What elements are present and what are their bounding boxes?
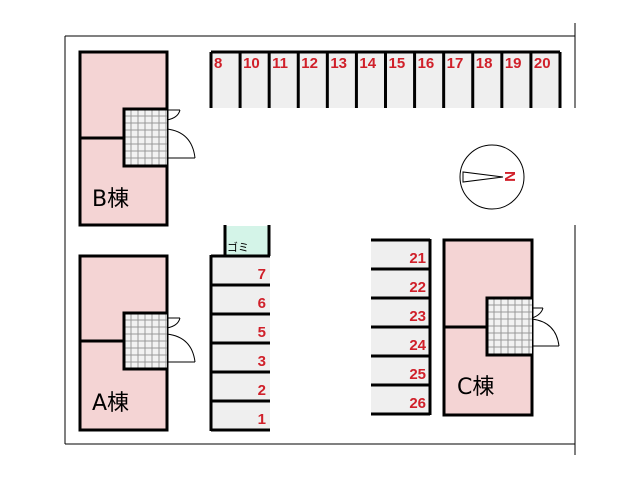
parking-number: 2 <box>258 382 266 399</box>
parking-number: 15 <box>389 55 406 72</box>
garbage-area: ゴミ <box>223 225 271 256</box>
door-icon <box>166 317 196 363</box>
parking-number: 8 <box>214 55 222 72</box>
compass: N <box>459 144 525 210</box>
parking-top-row: 8 10 11 12 13 14 15 16 17 18 19 20 <box>209 50 562 108</box>
parking-number: 6 <box>258 295 266 312</box>
parking-right-column: 21 22 23 24 25 26 <box>371 238 432 416</box>
parking-number: 14 <box>359 55 376 72</box>
parking-number: 1 <box>258 411 266 428</box>
parking-number: 25 <box>409 366 426 383</box>
parking-left-column: 7 6 5 3 2 1 <box>209 254 270 432</box>
parking-number: 18 <box>476 55 493 72</box>
parking-number: 12 <box>301 55 318 72</box>
parking-number: 22 <box>409 279 426 296</box>
parking-number: 5 <box>258 324 266 341</box>
door-icon <box>531 307 560 347</box>
stairwell-grid <box>122 107 167 168</box>
garbage-label: ゴミ <box>227 240 249 254</box>
parking-number: 10 <box>243 55 260 72</box>
compass-label: N <box>501 171 518 182</box>
parking-number: 26 <box>409 395 426 412</box>
site-boundary <box>64 23 576 455</box>
building-a: A棟 <box>78 254 196 432</box>
parking-number: 19 <box>505 55 522 72</box>
building-b: B棟 <box>78 50 196 227</box>
door-icon <box>166 109 196 159</box>
north-arrow-icon <box>462 171 504 183</box>
building-b-label: B棟 <box>92 187 129 212</box>
parking-number: 7 <box>258 266 266 283</box>
parking-number: 21 <box>409 250 426 267</box>
parking-number: 16 <box>418 55 435 72</box>
stairwell-grid <box>122 311 167 371</box>
building-c: C棟 <box>442 238 560 417</box>
parking-number: 23 <box>409 308 426 325</box>
building-c-label: C棟 <box>457 375 494 400</box>
parking-number: 24 <box>409 337 426 354</box>
parking-number: 3 <box>258 353 266 370</box>
stairwell-grid <box>485 296 532 357</box>
building-a-label: A棟 <box>92 391 129 416</box>
parking-number: 17 <box>447 55 464 72</box>
parking-number: 20 <box>534 55 551 72</box>
parking-number: 11 <box>272 55 288 72</box>
parking-number: 13 <box>330 55 347 72</box>
